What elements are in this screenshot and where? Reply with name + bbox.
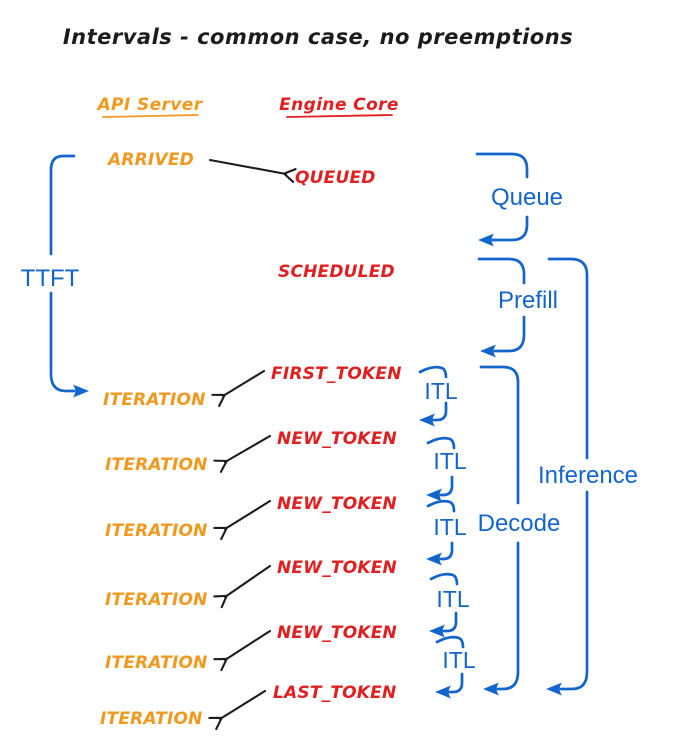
event-last-token: LAST_TOKEN <box>273 683 396 703</box>
engine-core-underline <box>286 114 393 118</box>
api-server-underline <box>102 114 199 118</box>
event-iteration-2: ITERATION <box>105 455 208 475</box>
arrow-arrived-to-queued <box>208 158 297 183</box>
arrow-new-token-1-to-iteration-2 <box>213 434 272 473</box>
event-scheduled: SCHEDULED <box>278 262 395 282</box>
event-arrived: ARRIVED <box>106 150 194 170</box>
decode-bracket <box>479 365 520 696</box>
interval-label-itl-1: ITL <box>424 378 457 404</box>
prefill-bracket <box>477 257 526 358</box>
event-queued: QUEUED <box>295 168 376 188</box>
event-iteration-5: ITERATION <box>105 653 208 673</box>
interval-label-ttft: TTFT <box>21 265 80 292</box>
event-iteration-1: ITERATION <box>103 390 206 410</box>
event-new-token-3: NEW_TOKEN <box>277 558 397 578</box>
interval-label-itl-4: ITL <box>436 586 469 612</box>
page-title: Intervals - common case, no preemptions <box>63 25 573 49</box>
arrow-first-token-to-iteration-1 <box>211 369 266 408</box>
interval-label-decode: Decode <box>478 510 561 537</box>
event-new-token-1: NEW_TOKEN <box>277 429 397 449</box>
arrow-last-token-to-iteration-6 <box>208 689 267 731</box>
event-first-token: FIRST_TOKEN <box>271 364 402 384</box>
inference-bracket <box>546 257 589 696</box>
ttft-bracket <box>49 154 89 398</box>
arrow-new-token-4-to-iteration-5 <box>213 629 272 672</box>
event-new-token-4: NEW_TOKEN <box>277 623 397 643</box>
itl-bracket-1 <box>418 365 448 427</box>
interval-label-itl-3: ITL <box>433 514 466 540</box>
itl-bracket-4 <box>429 572 459 638</box>
column-header-engine-core: Engine Core <box>279 95 399 115</box>
arrow-new-token-2-to-iteration-3 <box>213 499 272 541</box>
interval-label-inference: Inference <box>538 462 638 489</box>
event-iteration-6: ITERATION <box>100 709 203 729</box>
event-iteration-3: ITERATION <box>105 521 208 541</box>
itl-bracket-2 <box>426 436 456 502</box>
itl-bracket-5 <box>435 635 465 699</box>
interval-label-prefill: Prefill <box>498 287 558 314</box>
interval-label-queue: Queue <box>491 184 563 211</box>
interval-label-itl-2: ITL <box>433 448 466 474</box>
itl-bracket-3 <box>426 499 456 566</box>
queue-bracket <box>475 152 529 247</box>
column-header-api-server: API Server <box>95 95 203 115</box>
event-new-token-2: NEW_TOKEN <box>277 494 397 514</box>
event-iteration-4: ITERATION <box>105 590 208 610</box>
arrow-new-token-3-to-iteration-4 <box>213 564 272 609</box>
interval-label-itl-5: ITL <box>442 647 475 673</box>
